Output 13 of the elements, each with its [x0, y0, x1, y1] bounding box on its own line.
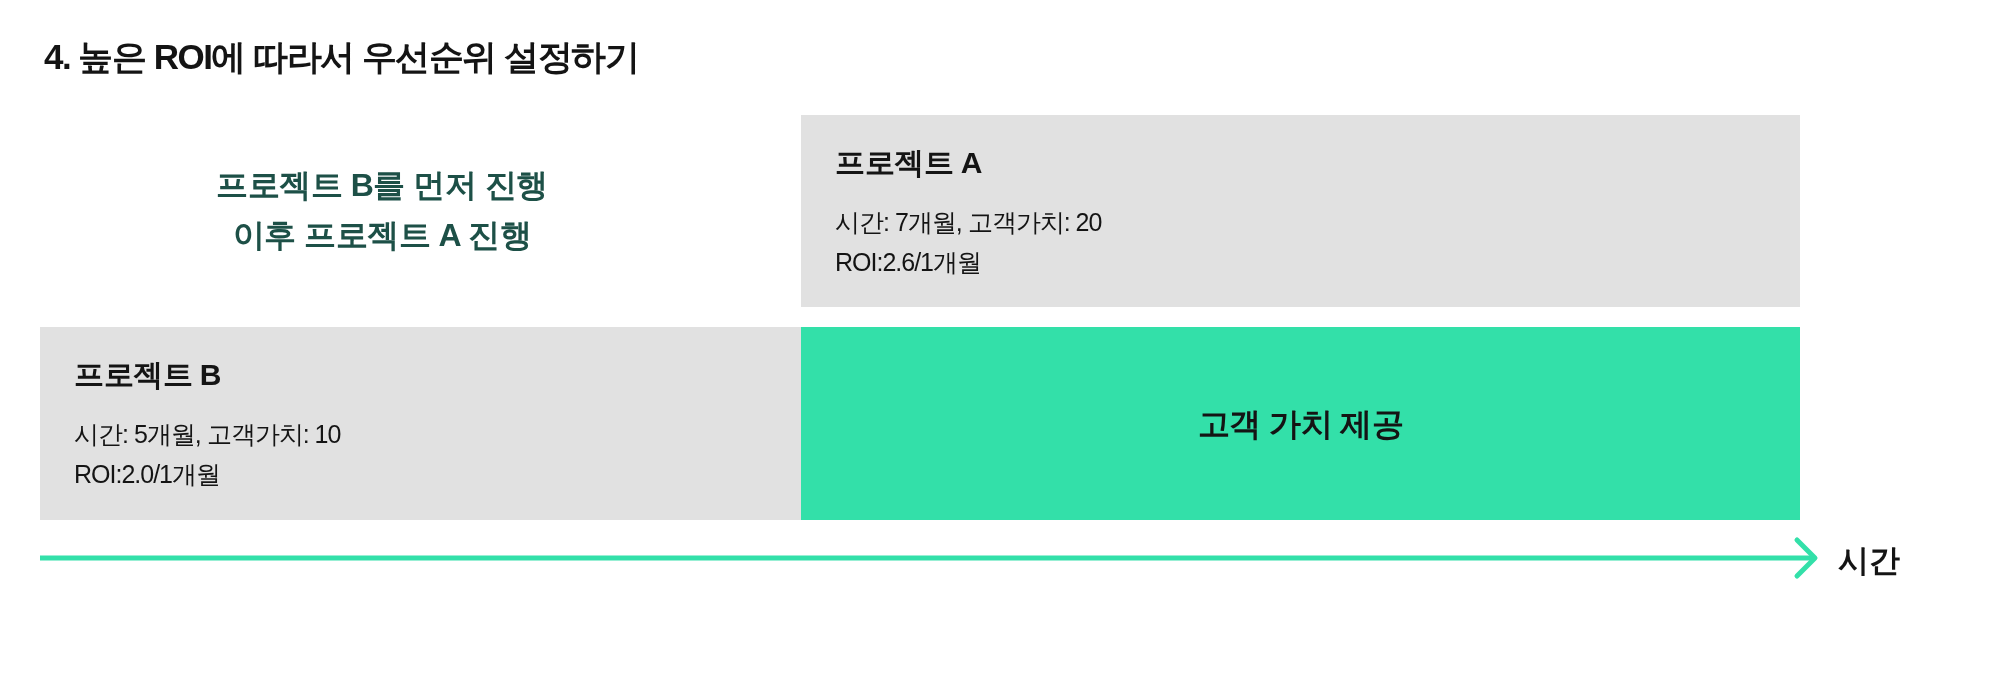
title: 4. 높은 ROI에 따라서 우선순위 설정하기 [44, 36, 639, 78]
axis-label: 시간 [1838, 542, 1899, 580]
project-detail: 시간: 7개월, 고객가치: 20 [835, 207, 1102, 238]
project-title: 프로젝트 B [74, 357, 221, 393]
value-bar [801, 327, 1800, 520]
bar-label: 고객 가치 제공 [1197, 404, 1404, 444]
project-box [40, 327, 801, 520]
project-box [801, 115, 1800, 307]
project-title: 프로젝트 A [835, 145, 982, 181]
project-detail: ROI:2.0/1개월 [74, 459, 220, 490]
project-detail: 시간: 5개월, 고객가치: 10 [74, 419, 341, 450]
annotation-text: 프로젝트 B를 먼저 진행 이후 프로젝트 A 진행 [215, 166, 549, 255]
project-detail: ROI:2.6/1개월 [835, 247, 981, 278]
